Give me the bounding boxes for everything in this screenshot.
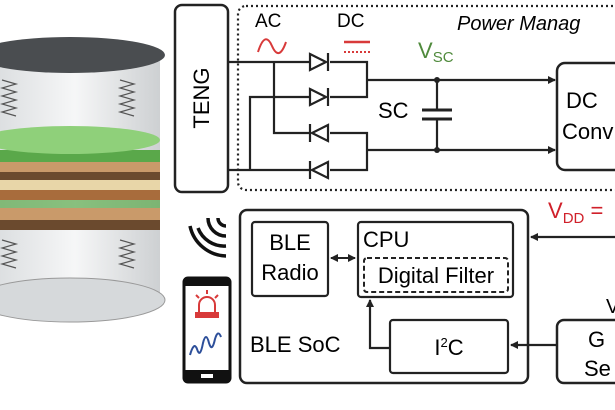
sensor-v-label: V	[606, 296, 615, 318]
digital-filter-block	[363, 257, 509, 293]
i2c-cpu-arrow	[366, 299, 390, 350]
sensor-block	[555, 318, 615, 385]
power-management-title: Power Manag	[457, 13, 580, 35]
ac-label: AC	[255, 11, 281, 32]
ble-radio-line1: BLE	[269, 230, 311, 255]
teng-device-illustration	[0, 37, 166, 323]
teng-block	[173, 3, 230, 194]
i2c-block	[388, 318, 510, 375]
vsc-label: VSC	[418, 38, 454, 66]
smartphone-icon	[182, 276, 232, 384]
diode-icons	[308, 52, 330, 180]
ble-soc-label: BLE SoC	[250, 332, 341, 357]
vdd-label: VDD =	[548, 198, 603, 227]
waveform-icon	[189, 332, 222, 356]
cpu-block	[356, 220, 515, 299]
bridge-rectifier	[228, 60, 556, 172]
i2c-label: I2C	[434, 335, 463, 360]
dc-converter-block	[555, 61, 615, 172]
wireless-signal-icon	[188, 217, 227, 258]
sc-label: SC	[378, 98, 409, 123]
dc-converter-line1: DC	[566, 88, 598, 113]
ble-soc-block	[238, 208, 530, 385]
teng-label: TENG	[189, 67, 214, 128]
ble-radio-line2: Radio	[261, 260, 318, 285]
cpu-label: CPU	[363, 227, 409, 252]
ble-radio-block	[250, 220, 330, 298]
alarm-icon	[195, 290, 219, 318]
sensor-line1: G	[588, 327, 605, 352]
digital-filter-label: Digital Filter	[378, 263, 494, 288]
ac-sine-icon	[257, 38, 287, 54]
dc-converter-line2: Conv	[562, 119, 613, 144]
spring-icons	[0, 79, 137, 269]
power-management-block	[236, 4, 615, 192]
dc-label: DC	[337, 11, 364, 32]
sensor-line2: Se	[584, 356, 611, 381]
